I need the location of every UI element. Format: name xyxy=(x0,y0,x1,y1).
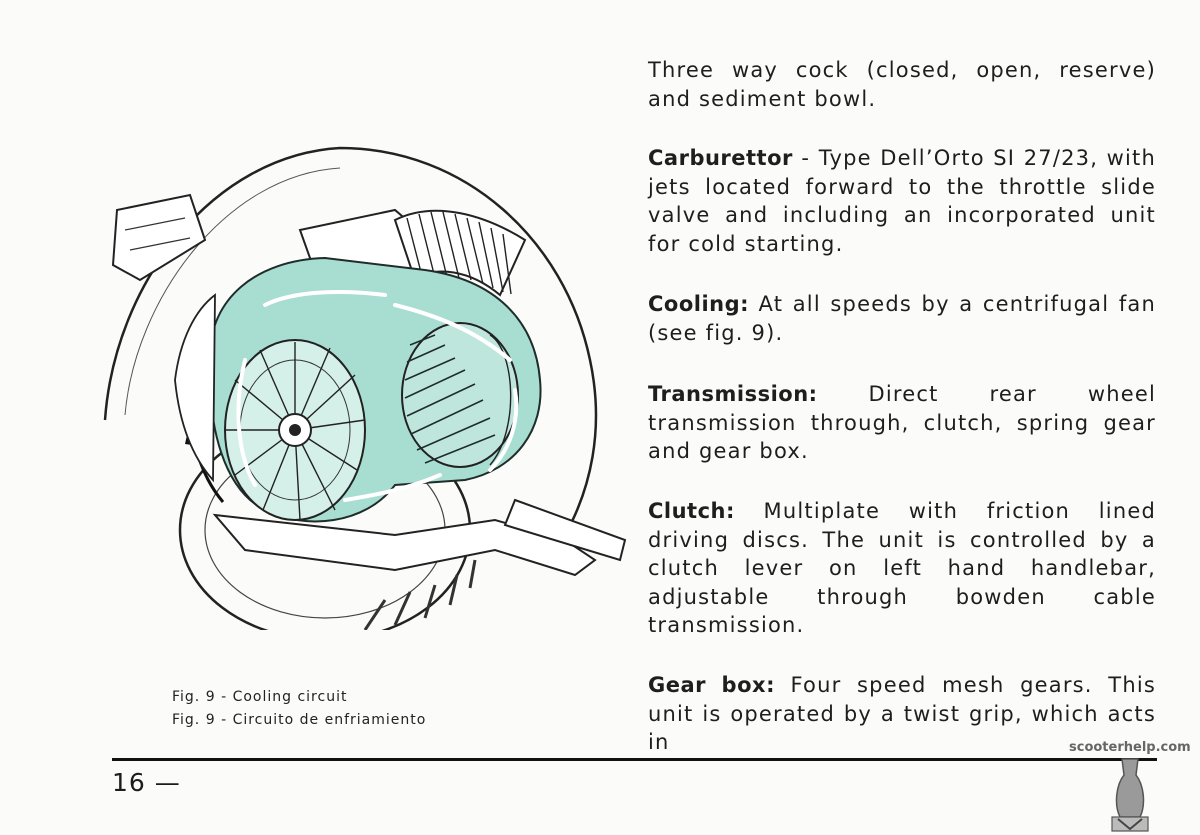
exhaust-pipe xyxy=(212,513,597,577)
cooling-heading: Cooling xyxy=(648,292,741,316)
side-bracket-detail xyxy=(124,217,191,251)
gear-box-paragraph: Gear box: Four speed mesh gears. This un… xyxy=(648,671,1156,757)
transmission-sep: : xyxy=(808,382,869,406)
cooling-paragraph: Cooling: At all speeds by a centrifugal … xyxy=(648,290,1156,347)
clutch-text: Multiplate with friction lined driving d… xyxy=(648,499,1156,637)
watermark-text: scooterhelp.com xyxy=(1069,740,1191,755)
frame-bar xyxy=(503,498,627,562)
fender-inner xyxy=(124,167,341,416)
clutch-heading: Clutch xyxy=(648,499,726,523)
airflow-arrows xyxy=(236,290,519,502)
engine-housing-left xyxy=(174,293,216,483)
clutch-sep: : xyxy=(726,499,764,523)
footer-rule xyxy=(112,758,1157,761)
transmission-paragraph: Transmission: Direct rear wheel transmis… xyxy=(648,380,1156,466)
tire-tread xyxy=(363,559,477,630)
carburettor-sep: - xyxy=(792,146,819,170)
transmission-text: Direct rear wheel transmission through, … xyxy=(648,382,1156,463)
carburettor-heading: Carburettor xyxy=(648,146,793,170)
gear-box-sep: : xyxy=(766,673,791,697)
figure-caption-english: Fig. 9 - Cooling circuit xyxy=(172,689,348,705)
side-bracket xyxy=(111,193,207,282)
carburettor-text: Type Dell’Orto SI 27/23, with jets locat… xyxy=(648,146,1156,256)
clutch-paragraph: Clutch: Multiplate with friction lined d… xyxy=(648,497,1156,640)
centrifugal-fan xyxy=(224,339,366,521)
cylinder-fins xyxy=(401,322,519,468)
gear-box-text: Four speed mesh gears. This unit is oper… xyxy=(648,673,1157,754)
page-number: 16 — xyxy=(112,768,181,797)
fuel-cock-text: Three way cock (closed, open, reserve) a… xyxy=(648,58,1156,111)
transmission-heading: Transmission xyxy=(648,382,809,406)
scooter-logo-icon xyxy=(1111,758,1149,832)
gear-box-heading: Gear box xyxy=(648,673,767,697)
cooling-sep: : xyxy=(740,292,759,316)
cooling-circuit-figure xyxy=(103,146,627,630)
figure-caption-spanish: Fig. 9 - Circuito de enfriamiento xyxy=(172,712,427,728)
cooling-text: At all speeds by a centrifugal fan (see … xyxy=(648,292,1156,345)
carburettor-paragraph: Carburettor - Type Dell’Orto SI 27/23, w… xyxy=(648,144,1156,258)
fuel-cock-paragraph: Three way cock (closed, open, reserve) a… xyxy=(648,56,1156,113)
